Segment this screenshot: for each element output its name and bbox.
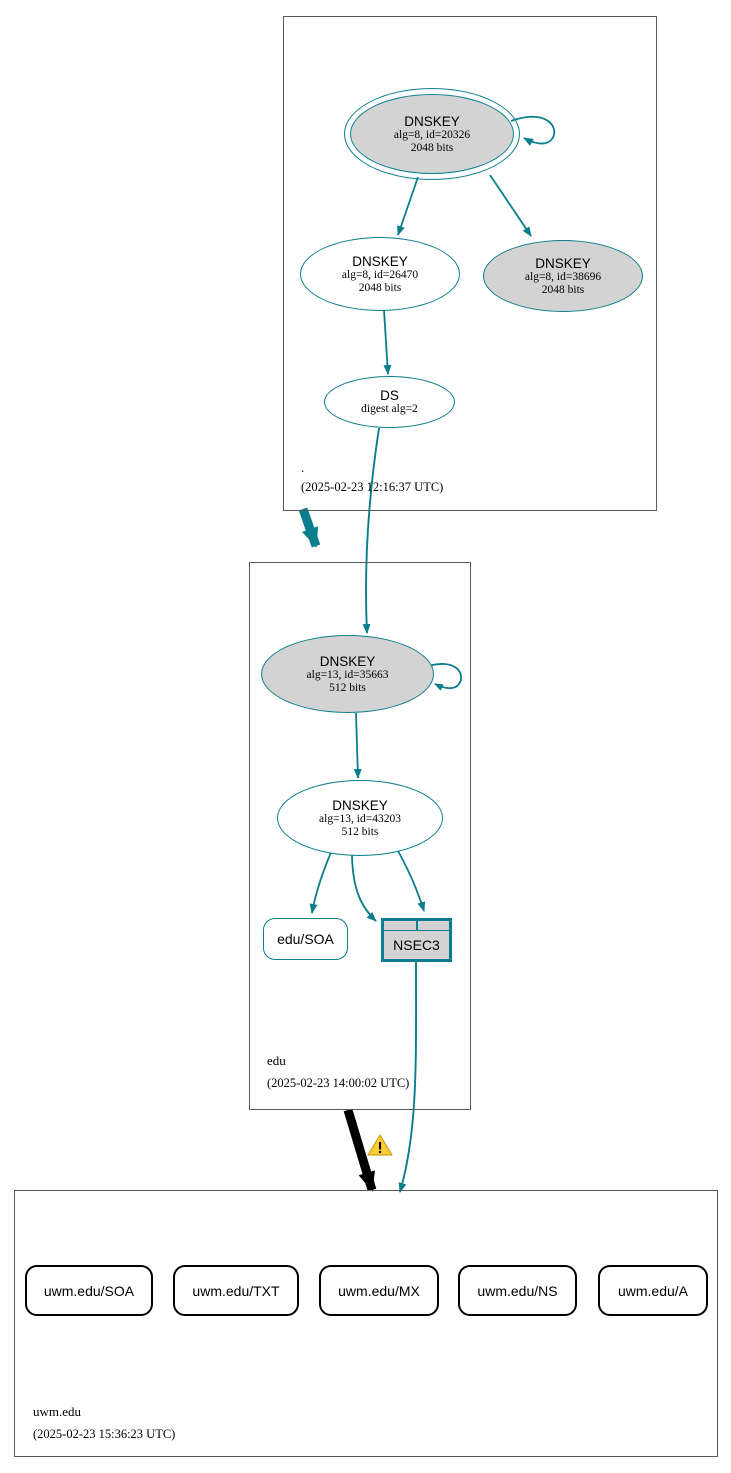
edge-root-ksk-to-zsk-26470 [397, 176, 419, 236]
node-edu-zsk-43203-type: DNSKEY [332, 797, 388, 813]
node-uwm-a[interactable]: uwm.edu/A [598, 1265, 708, 1316]
node-edu-ksk-35663-bits: 512 bits [329, 681, 366, 694]
zone-box-root [283, 16, 657, 511]
zone-label-uwm-edu-name: uwm.edu [33, 1404, 82, 1419]
node-root-ksk-20326-outer-ring [344, 88, 520, 180]
node-edu-zsk-43203[interactable]: DNSKEY alg=13, id=43203 512 bits [277, 780, 443, 856]
node-root-zsk-26470-type: DNSKEY [352, 253, 408, 269]
edge-root-zsk-to-ds [383, 309, 392, 375]
edge-root-to-edu-delegation [298, 507, 321, 548]
node-root-ksk-20326-bits: 2048 bits [410, 141, 454, 154]
node-uwm-a-label: uwm.edu/A [617, 1282, 689, 1299]
edge-root-ksk-to-zsk-38696 [489, 174, 532, 237]
edge-edu-zsk-to-soa [309, 849, 333, 914]
node-edu-nsec3-label: NSEC3 [383, 931, 450, 960]
zone-label-uwm-edu-timestamp: (2025-02-23 15:36:23 UTC) [33, 1427, 176, 1441]
edge-root-ksk-self-sign [510, 115, 556, 146]
node-edu-ksk-35663[interactable]: DNSKEY alg=13, id=35663 512 bits [261, 635, 434, 713]
node-root-ds-edu[interactable]: DS digest alg=2 [324, 376, 455, 428]
node-uwm-soa-label: uwm.edu/SOA [43, 1282, 135, 1299]
zone-label-edu-timestamp: (2025-02-23 14:00:02 UTC) [267, 1076, 410, 1090]
node-edu-nsec3-header-cell-left [383, 920, 417, 931]
zone-box-uwm-edu [14, 1190, 718, 1457]
node-edu-ksk-35663-detail: alg=13, id=35663 [306, 668, 389, 681]
node-edu-soa[interactable]: edu/SOA [263, 918, 348, 960]
warning-triangle-icon[interactable] [367, 1133, 393, 1157]
node-root-zsk-38696-type: DNSKEY [535, 255, 591, 271]
node-uwm-ns[interactable]: uwm.edu/NS [458, 1265, 577, 1316]
node-uwm-ns-label: uwm.edu/NS [477, 1282, 558, 1299]
node-uwm-soa[interactable]: uwm.edu/SOA [25, 1265, 153, 1316]
zone-label-root-name: . [301, 460, 305, 475]
node-root-ksk-20326-type: DNSKEY [404, 113, 460, 129]
node-edu-zsk-43203-bits: 512 bits [341, 825, 379, 838]
node-uwm-mx[interactable]: uwm.edu/MX [319, 1265, 439, 1316]
edge-edu-zsk-to-nsec3-top [396, 848, 426, 912]
node-uwm-mx-label: uwm.edu/MX [338, 1282, 420, 1299]
edge-edu-ksk-self-sign [424, 663, 462, 691]
node-root-ds-edu-type: DS [380, 388, 399, 403]
node-uwm-txt-label: uwm.edu/TXT [192, 1282, 280, 1299]
zone-label-root-timestamp: (2025-02-23 12:16:37 UTC) [301, 480, 444, 494]
node-root-zsk-38696-bits: 2048 bits [541, 283, 585, 296]
node-edu-zsk-43203-detail: alg=13, id=43203 [319, 812, 401, 825]
node-edu-nsec3[interactable]: NSEC3 [381, 918, 452, 962]
zone-box-edu [249, 562, 471, 1110]
node-root-ksk-20326-detail: alg=8, id=20326 [393, 128, 471, 141]
node-edu-ksk-35663-type: DNSKEY [319, 653, 376, 669]
edge-ds-to-edu-ksk [362, 427, 380, 634]
edge-edu-to-uwm-edu-delegation [343, 1108, 377, 1192]
edge-edu-zsk-to-nsec3-left [351, 851, 377, 922]
node-root-zsk-38696-detail: alg=8, id=38696 [524, 270, 602, 283]
node-root-ds-edu-detail: digest alg=2 [361, 403, 418, 415]
node-uwm-txt[interactable]: uwm.edu/TXT [173, 1265, 299, 1316]
node-root-zsk-26470-bits: 2048 bits [358, 281, 402, 294]
node-root-zsk-26470[interactable]: DNSKEY alg=8, id=26470 2048 bits [300, 237, 460, 311]
edge-nsec3-to-uwm-edu [398, 961, 418, 1193]
node-edu-nsec3-header-cell-right [416, 920, 450, 931]
zone-label-edu-name: edu [267, 1053, 286, 1068]
node-root-zsk-38696[interactable]: DNSKEY alg=8, id=38696 2048 bits [483, 240, 643, 312]
node-root-ksk-20326[interactable]: DNSKEY alg=8, id=20326 2048 bits [350, 94, 514, 174]
node-edu-nsec3-header [383, 920, 450, 931]
node-root-zsk-26470-detail: alg=8, id=26470 [341, 268, 419, 281]
node-edu-soa-label: edu/SOA [277, 931, 334, 947]
edge-edu-ksk-to-zsk [353, 712, 362, 779]
